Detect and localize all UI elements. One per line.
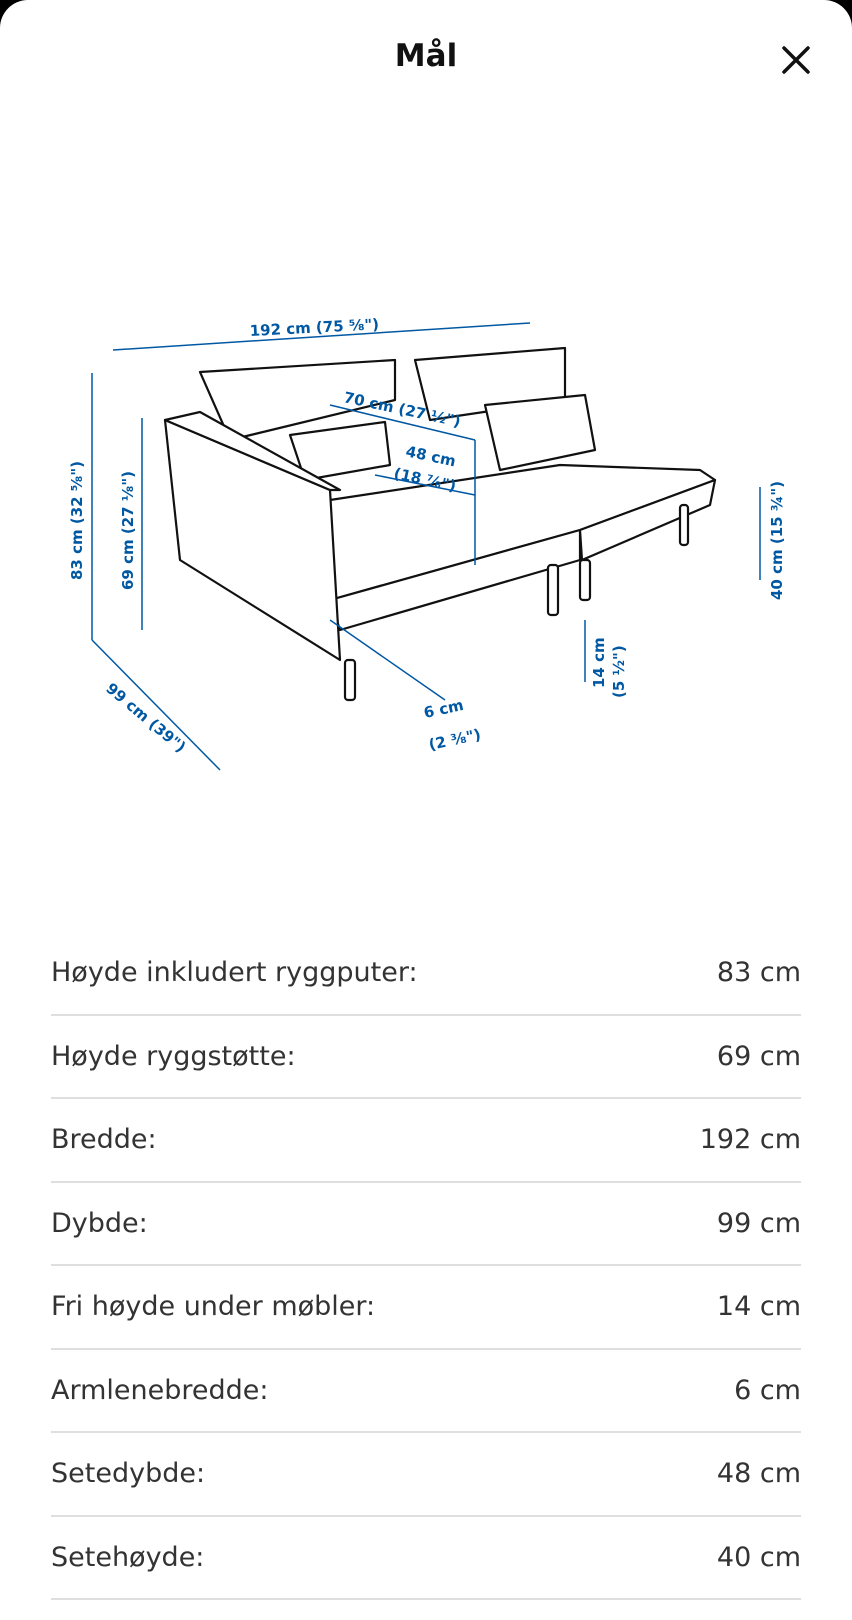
label-clearance-cm: 14 cm — [590, 637, 608, 688]
spec-label: Dybde: — [51, 1207, 148, 1239]
label-depth: 99 cm (39") — [102, 679, 189, 756]
spec-label: Fri høyde under møbler: — [51, 1291, 376, 1323]
spec-row: Bredde: 192 cm — [51, 1099, 801, 1183]
close-icon — [782, 46, 810, 74]
spec-row: Høyde inkludert ryggputer: 83 cm — [51, 932, 801, 1016]
spec-value: 69 cm — [716, 1040, 801, 1072]
label-width: 192 cm (75 ⅝") — [249, 315, 379, 340]
spec-value: 192 cm — [699, 1124, 801, 1156]
sofa-drawing — [163, 346, 717, 702]
label-clearance-in: (5 ½") — [610, 645, 628, 698]
spec-label: Høyde ryggstøtte: — [51, 1040, 296, 1072]
spec-row: Setehøyde: 40 cm — [51, 1517, 801, 1600]
dimension-lines — [91, 322, 761, 771]
close-button[interactable] — [776, 40, 816, 80]
spec-label: Setehøyde: — [51, 1541, 205, 1573]
label-height-back: 69 cm (27 ⅛") — [119, 471, 137, 590]
page-title: Mål — [394, 38, 458, 74]
label-armrest-cm: 6 cm — [422, 696, 465, 722]
spec-value: 6 cm — [734, 1374, 801, 1406]
spec-value: 14 cm — [716, 1291, 801, 1323]
spec-value: 99 cm — [716, 1207, 801, 1239]
label-seat-height: 40 cm (15 ¾") — [768, 481, 786, 600]
spec-label: Bredde: — [51, 1124, 157, 1156]
spec-row: Høyde ryggstøtte: 69 cm — [51, 1016, 801, 1099]
spec-value: 40 cm — [716, 1541, 801, 1573]
label-height-total: 83 cm (32 ⅝") — [68, 461, 86, 580]
spec-list: Høyde inkludert ryggputer: 83 cm Høyde ry… — [51, 932, 801, 1600]
spec-row: Fri høyde under møbler: 14 cm — [51, 1266, 801, 1350]
spec-label: Setedybde: — [51, 1458, 206, 1490]
label-armrest-in: (2 ⅜") — [427, 725, 482, 754]
spec-label: Armlenebredde: — [51, 1374, 269, 1406]
label-seat-depth-cm: 48 cm — [404, 442, 457, 470]
spec-value: 48 cm — [716, 1458, 801, 1490]
spec-row: Setedybde: 48 cm — [51, 1433, 801, 1517]
spec-label: Høyde inkludert ryggputer: — [51, 957, 418, 989]
spec-row: Dybde: 99 cm — [51, 1183, 801, 1266]
sofa-dimension-diagram: 192 cm (75 ⅝") 70 cm (27 ½") 48 cm (18 ⅞… — [68, 315, 786, 771]
spec-row: Armlenebredde: 6 cm — [51, 1350, 801, 1433]
spec-value: 83 cm — [716, 957, 801, 989]
